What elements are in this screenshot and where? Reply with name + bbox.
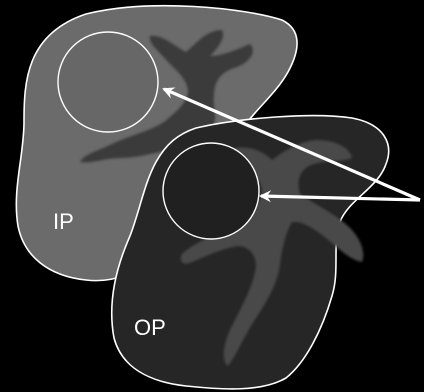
label-op: OP — [134, 315, 166, 340]
label-ip: IP — [53, 209, 74, 234]
roi-circle-outer — [163, 143, 259, 239]
roi-circle-inner — [58, 32, 158, 132]
